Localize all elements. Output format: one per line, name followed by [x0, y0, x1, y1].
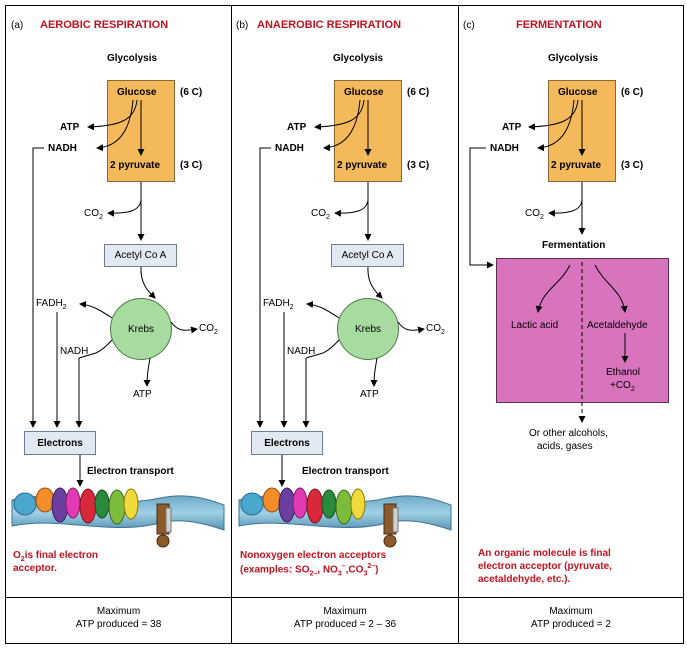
- panel-a-glycolysis: Glycolysis: [107, 53, 158, 64]
- panel-a-letter: (a): [11, 20, 24, 31]
- panel-c-acceptor-line1: An organic molecule is final: [478, 548, 611, 559]
- panel-b-fadh: FADH2: [263, 298, 294, 311]
- panel-c-fermentation-box: [496, 258, 669, 403]
- panel-b-acceptor-line1: Nonoxygen electron acceptors: [240, 550, 387, 561]
- panel-b-co2-krebs: CO2: [426, 323, 445, 336]
- panel-c-atp: ATP: [502, 122, 522, 133]
- panel-a-6c: (6 C): [180, 87, 203, 98]
- panel-b-letter: (b): [236, 20, 249, 31]
- panel-b-pyruvate: 2 pyruvate: [337, 160, 388, 171]
- panel-a-acetyl-box: Acetyl Co A: [104, 244, 177, 267]
- panel-c-other-line2: acids, gases: [537, 441, 593, 452]
- panel-a-title: AEROBIC RESPIRATION: [40, 19, 169, 31]
- panel-b-6c: (6 C): [407, 87, 430, 98]
- panel-a-krebs-circle: Krebs: [110, 298, 172, 360]
- panel-c-ethanol-co2: +CO2: [610, 380, 635, 393]
- panel-b-acetyl-box: Acetyl Co A: [331, 244, 404, 267]
- panel-c-letter: (c): [463, 20, 475, 31]
- panel-b-co2-top: CO2: [311, 208, 330, 221]
- panel-b-krebs-circle: Krebs: [337, 298, 399, 360]
- panel-c-acceptor-line3: acetaldehyde, etc.).: [478, 574, 571, 585]
- panel-a-atp: ATP: [60, 122, 80, 133]
- panel-c-ethanol: Ethanol: [606, 367, 640, 378]
- panel-b-electron-transport: Electron transport: [302, 466, 389, 477]
- panel-fermentation: [458, 5, 684, 644]
- panel-b-electrons-box: Electrons: [251, 431, 323, 455]
- panel-b-atp2: ATP: [360, 389, 379, 400]
- panel-b-title: ANAEROBIC RESPIRATION: [257, 19, 402, 31]
- panel-b-nadh: NADH: [275, 143, 304, 154]
- panel-c-lactic: Lactic acid: [511, 320, 559, 331]
- panel-b-nadh2: NADH: [287, 346, 316, 357]
- panel-b-glycolysis: Glycolysis: [333, 53, 384, 64]
- footer-divider: [5, 597, 684, 598]
- panel-a-fadh: FADH2: [36, 298, 67, 311]
- panel-c-co2-top: CO2: [525, 208, 544, 221]
- panel-c-acetaldehyde: Acetaldehyde: [587, 320, 648, 331]
- panel-a-nadh2: NADH: [60, 346, 89, 357]
- panel-c-fermentation-label: Fermentation: [542, 240, 606, 251]
- panel-c-6c: (6 C): [621, 87, 644, 98]
- panel-a-co2-krebs: CO2: [199, 323, 218, 336]
- panel-a-acceptor-line2: acceptor.: [13, 563, 57, 574]
- panel-c-glycolysis: Glycolysis: [548, 53, 599, 64]
- panel-b-3c: (3 C): [407, 160, 430, 171]
- panel-c-nadh: NADH: [490, 143, 519, 154]
- panel-c-pyruvate: 2 pyruvate: [551, 160, 602, 171]
- panel-a-electrons-box: Electrons: [24, 431, 96, 455]
- panel-a-acceptor-line1: O2is final electron: [13, 550, 99, 563]
- panel-c-other-line1: Or other alcohols,: [529, 428, 608, 439]
- panel-c-glucose: Glucose: [558, 87, 598, 98]
- panel-c-acceptor-line2: electron acceptor (pyruvate,: [478, 561, 612, 572]
- panel-b-acceptor-line2: (examples: SO2–, NO3–,CO32–): [240, 563, 379, 578]
- panel-b-glucose: Glucose: [344, 87, 384, 98]
- panel-a-3c: (3 C): [180, 160, 203, 171]
- panel-a-pyruvate: 2 pyruvate: [110, 160, 161, 171]
- panel-c-title: FERMENTATION: [516, 19, 602, 31]
- panel-b-atp: ATP: [287, 122, 307, 133]
- panel-c-3c: (3 C): [621, 160, 644, 171]
- panel-a-glucose: Glucose: [117, 87, 157, 98]
- panel-a-nadh: NADH: [48, 143, 77, 154]
- panel-a-atp2: ATP: [133, 389, 152, 400]
- panel-a-co2-top: CO2: [84, 208, 103, 221]
- panel-a-electron-transport: Electron transport: [87, 466, 174, 477]
